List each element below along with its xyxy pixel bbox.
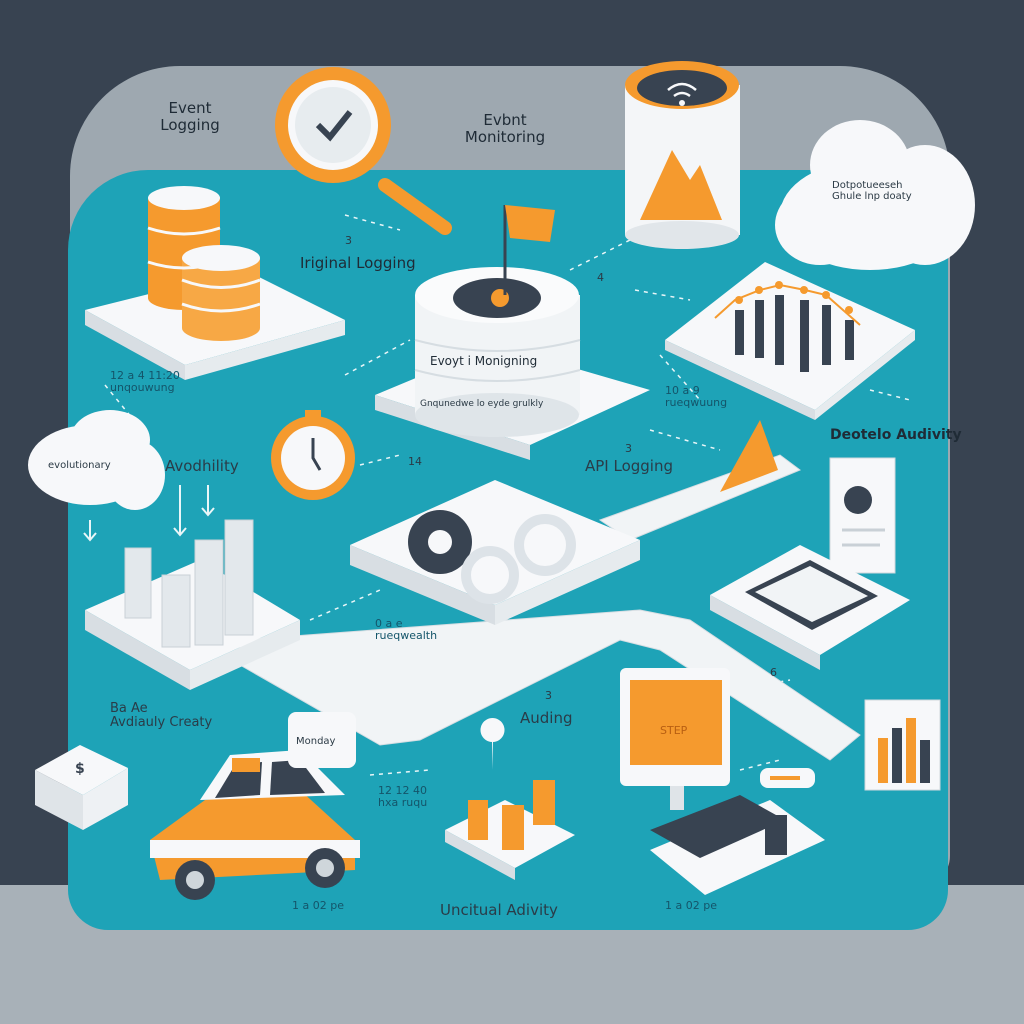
taxi-icon	[150, 750, 360, 900]
deotelo-audivity-label: Deotelo Audivity	[830, 427, 962, 443]
auditing-label: Auding	[520, 709, 573, 727]
drum-top-label: Evoyt i Monigning	[430, 354, 538, 368]
magnifier-check-icon	[275, 67, 452, 235]
timestamp-bottom-right: 1 a 02 pe	[665, 899, 717, 912]
event-logging-label: Event Logging	[160, 99, 220, 134]
num-right-label: 10 a 9 rueqwuung	[665, 384, 728, 410]
puzzle-block-icon	[35, 745, 128, 830]
stopwatch-icon	[271, 410, 355, 500]
bars-tile	[445, 718, 575, 880]
down-arrows	[83, 485, 215, 542]
dollar-label: $	[75, 761, 85, 777]
document-icon	[829, 457, 896, 574]
original-logging-label: Iriginal Logging	[300, 254, 416, 272]
gear-icon-dark	[408, 510, 472, 574]
central-drum	[375, 205, 650, 460]
cloud-top-right	[775, 120, 975, 270]
triangle-marker	[720, 420, 778, 492]
monday-tag	[288, 712, 356, 768]
step-3-label: 3	[345, 234, 352, 247]
monday-label: Monday	[296, 736, 336, 747]
database-stack-icon	[147, 186, 261, 341]
location-pin-icon	[480, 718, 505, 770]
wifi-cylinder	[625, 61, 740, 249]
bars-card-right	[864, 699, 941, 791]
unusual-activity-label: Uncitual Adivity	[440, 901, 558, 919]
keyboard-tile	[710, 545, 910, 670]
auditing-step-label: 3	[545, 689, 552, 702]
monitor-step-label: STEP	[660, 724, 688, 737]
event-monitoring-label: Evbnt Monitoring	[464, 111, 546, 146]
api-logging-label: API Logging	[585, 457, 674, 475]
bar-chart-tile	[665, 262, 915, 420]
num-mid-label: 0 a e rueqwealth	[375, 617, 438, 643]
avodhility-label: Avodhility	[165, 457, 239, 475]
monitor-tile	[620, 668, 825, 895]
columns-tile	[85, 519, 300, 690]
drum-bottom-label: Gnqunedwe lo eyde grulkly	[420, 399, 544, 409]
cloud-text-label: Dotpotueeseh Ghule lnp doaty	[832, 180, 912, 202]
cloud-left	[28, 410, 165, 510]
num-left-label: 12 a 4 11:20 unqouwung	[110, 369, 180, 395]
step-14-label: 14	[408, 455, 422, 468]
timestamp-bottom-left: 1 a 02 pe	[292, 899, 344, 912]
step-4-label: 4	[597, 271, 604, 284]
step-3b-label: 3	[625, 442, 632, 455]
timestamp-mid-label: 12 12 40 hxa ruqu	[378, 784, 428, 810]
avdiauly-creaty-label: Ba Ae Avdiauly Creaty	[110, 701, 213, 731]
left-cloud-label: evolutionary	[48, 460, 111, 471]
gears-tile	[350, 480, 640, 625]
step-6-label: 6	[770, 666, 777, 679]
